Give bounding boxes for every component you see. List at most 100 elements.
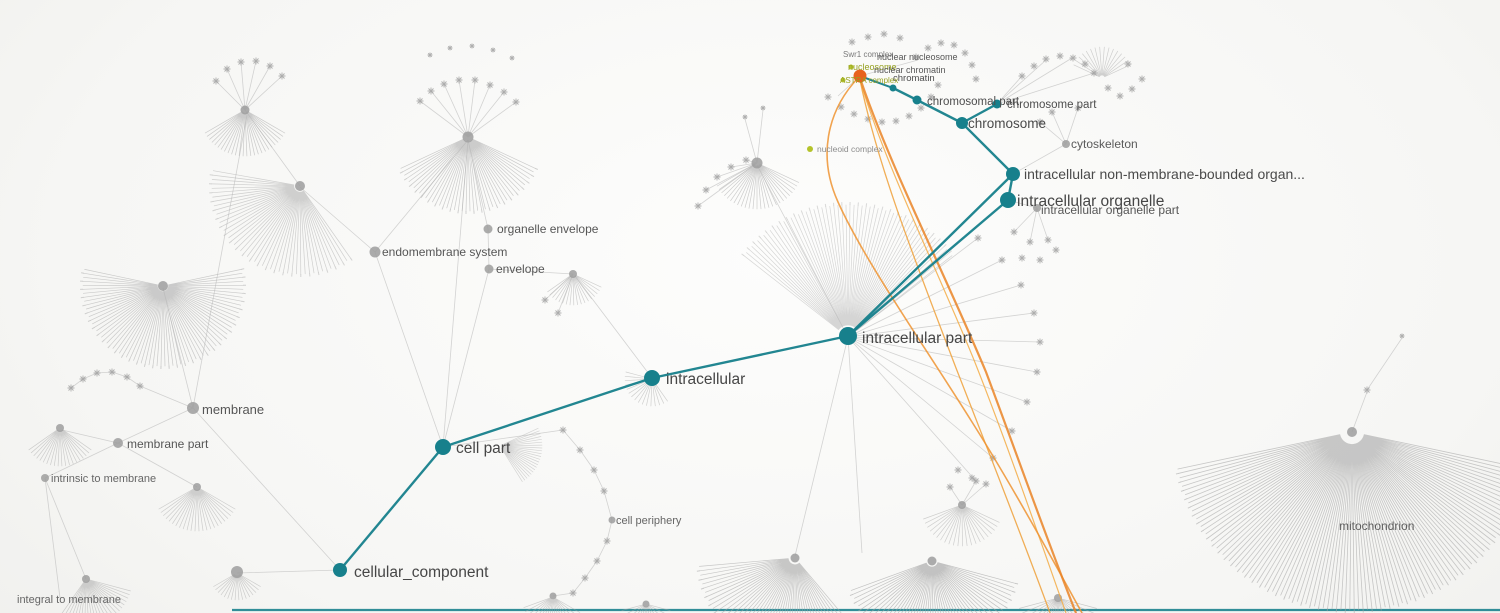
- collapsed-subtree-icon[interactable]: [600, 487, 608, 495]
- collapsed-node[interactable]: [113, 438, 123, 448]
- node-intracellular-part[interactable]: [839, 327, 857, 345]
- leaf-fan[interactable]: [60, 579, 131, 613]
- collapsed-subtree-icon[interactable]: [471, 76, 479, 84]
- collapsed-subtree-icon[interactable]: [509, 55, 515, 61]
- node-chromosome-part[interactable]: [992, 99, 1002, 109]
- collapsed-subtree-icon[interactable]: [694, 202, 702, 210]
- label-chromosomal-part[interactable]: chromosomal part: [927, 96, 1020, 108]
- label-nuclear-chromatin[interactable]: nuclear chromatin: [874, 65, 946, 75]
- label-intrinsic-to-membrane[interactable]: intrinsic to membrane: [51, 473, 156, 485]
- label-astra-complex[interactable]: ASTRA complex: [840, 76, 898, 85]
- collapsed-subtree-icon[interactable]: [541, 296, 549, 304]
- label-integral-to-membrane[interactable]: integral to membrane: [17, 594, 121, 606]
- label-intracellular-organelle-part[interactable]: intracellular organelle part: [1041, 203, 1180, 217]
- collapsed-subtree-icon[interactable]: [896, 34, 904, 42]
- label-organelle-envelope[interactable]: organelle envelope: [497, 222, 599, 236]
- collapsed-node[interactable]: [295, 181, 305, 191]
- collapsed-subtree-icon[interactable]: [212, 77, 220, 85]
- collapsed-subtree-icon[interactable]: [416, 97, 424, 105]
- collapsed-node[interactable]: [1033, 204, 1041, 212]
- collapsed-subtree-icon[interactable]: [554, 309, 562, 317]
- label-chromosome[interactable]: chromosome: [968, 116, 1046, 131]
- collapsed-node[interactable]: [608, 516, 616, 524]
- collapsed-subtree-icon[interactable]: [486, 81, 494, 89]
- collapsed-subtree-icon[interactable]: [136, 382, 144, 390]
- label-intracellular-organelle[interactable]: intracellular organelle: [1017, 193, 1164, 210]
- collapsed-node[interactable]: [790, 553, 800, 563]
- collapsed-subtree-icon[interactable]: [950, 41, 958, 49]
- collapsed-node[interactable]: [751, 157, 763, 169]
- collapsed-subtree-icon[interactable]: [946, 483, 954, 491]
- collapsed-subtree-icon[interactable]: [924, 44, 932, 52]
- leaf-fan[interactable]: [1073, 46, 1131, 78]
- collapsed-subtree-icon[interactable]: [727, 163, 735, 171]
- collapsed-subtree-icon[interactable]: [927, 93, 935, 101]
- collapsed-subtree-icon[interactable]: [79, 375, 87, 383]
- collapsed-subtree-icon[interactable]: [569, 589, 577, 597]
- collapsed-subtree-icon[interactable]: [937, 39, 945, 47]
- node-intracellular-organelle[interactable]: [1000, 192, 1016, 208]
- leaf-fan[interactable]: [523, 597, 581, 613]
- collapsed-subtree-icon[interactable]: [512, 98, 520, 106]
- collapsed-node[interactable]: [369, 246, 381, 258]
- collapsed-subtree-icon[interactable]: [1044, 236, 1052, 244]
- highlight-node[interactable]: [848, 64, 854, 70]
- collapsed-subtree-icon[interactable]: [1104, 84, 1112, 92]
- collapsed-subtree-icon[interactable]: [1052, 246, 1060, 254]
- collapsed-subtree-icon[interactable]: [742, 156, 750, 164]
- collapsed-subtree-icon[interactable]: [1010, 228, 1018, 236]
- collapsed-subtree-icon[interactable]: [878, 118, 886, 126]
- collapsed-subtree-icon[interactable]: [892, 117, 900, 125]
- collapsed-subtree-icon[interactable]: [880, 30, 888, 38]
- collapsed-subtree-icon[interactable]: [1036, 118, 1044, 126]
- collapsed-subtree-icon[interactable]: [123, 373, 131, 381]
- collapsed-node[interactable]: [484, 264, 494, 274]
- node-chromosomal-part[interactable]: [912, 95, 922, 105]
- node-chromosome[interactable]: [956, 117, 968, 129]
- collapsed-node[interactable]: [41, 474, 49, 482]
- leaf-fan[interactable]: [213, 574, 261, 601]
- label-intracellular[interactable]: intracellular: [666, 371, 745, 388]
- leaf-fan[interactable]: [204, 111, 286, 157]
- collapsed-subtree-icon[interactable]: [702, 186, 710, 194]
- label-nuclear-nucleosome[interactable]: nuclear nucleosome: [877, 52, 958, 62]
- collapsed-subtree-icon[interactable]: [1030, 309, 1038, 317]
- collapsed-subtree-icon[interactable]: [864, 33, 872, 41]
- collapsed-subtree-icon[interactable]: [427, 87, 435, 95]
- collapsed-subtree-icon[interactable]: [974, 234, 982, 242]
- collapsed-subtree-icon[interactable]: [490, 47, 496, 53]
- collapsed-subtree-icon[interactable]: [848, 38, 856, 46]
- collapsed-subtree-icon[interactable]: [1008, 427, 1016, 435]
- collapsed-subtree-icon[interactable]: [469, 43, 475, 49]
- collapsed-subtree-icon[interactable]: [1017, 281, 1025, 289]
- collapsed-node[interactable]: [240, 105, 250, 115]
- label-nucleosome[interactable]: nucleosome: [848, 62, 897, 72]
- label-cell-periphery[interactable]: cell periphery: [616, 515, 682, 527]
- leaf-fan[interactable]: [501, 427, 543, 482]
- collapsed-node[interactable]: [231, 566, 243, 578]
- collapsed-node[interactable]: [82, 575, 90, 583]
- collapsed-subtree-icon[interactable]: [912, 53, 920, 61]
- collapsed-subtree-icon[interactable]: [1036, 338, 1044, 346]
- collapsed-subtree-icon[interactable]: [1116, 92, 1124, 100]
- highlight-node[interactable]: [807, 146, 813, 152]
- collapsed-node[interactable]: [549, 592, 557, 600]
- label-cell-part[interactable]: cell part: [456, 440, 511, 457]
- collapsed-subtree-icon[interactable]: [67, 384, 75, 392]
- collapsed-subtree-icon[interactable]: [837, 103, 845, 111]
- leaf-fan[interactable]: [743, 204, 953, 330]
- selected-term-node[interactable]: [853, 69, 867, 83]
- node-intracellular[interactable]: [644, 370, 660, 386]
- collapsed-subtree-icon[interactable]: [1074, 104, 1082, 112]
- leaf-fan[interactable]: [82, 269, 244, 367]
- collapsed-subtree-icon[interactable]: [1081, 60, 1089, 68]
- collapsed-subtree-icon[interactable]: [1363, 386, 1371, 394]
- collapsed-node[interactable]: [483, 224, 493, 234]
- leaf-fan[interactable]: [923, 505, 1000, 547]
- collapsed-subtree-icon[interactable]: [742, 114, 748, 120]
- collapsed-subtree-icon[interactable]: [905, 112, 913, 120]
- node-cell-part[interactable]: [435, 439, 451, 455]
- collapsed-node[interactable]: [927, 556, 937, 566]
- collapsed-subtree-icon[interactable]: [934, 81, 942, 89]
- label-cellular-component[interactable]: cellular_component: [354, 564, 489, 581]
